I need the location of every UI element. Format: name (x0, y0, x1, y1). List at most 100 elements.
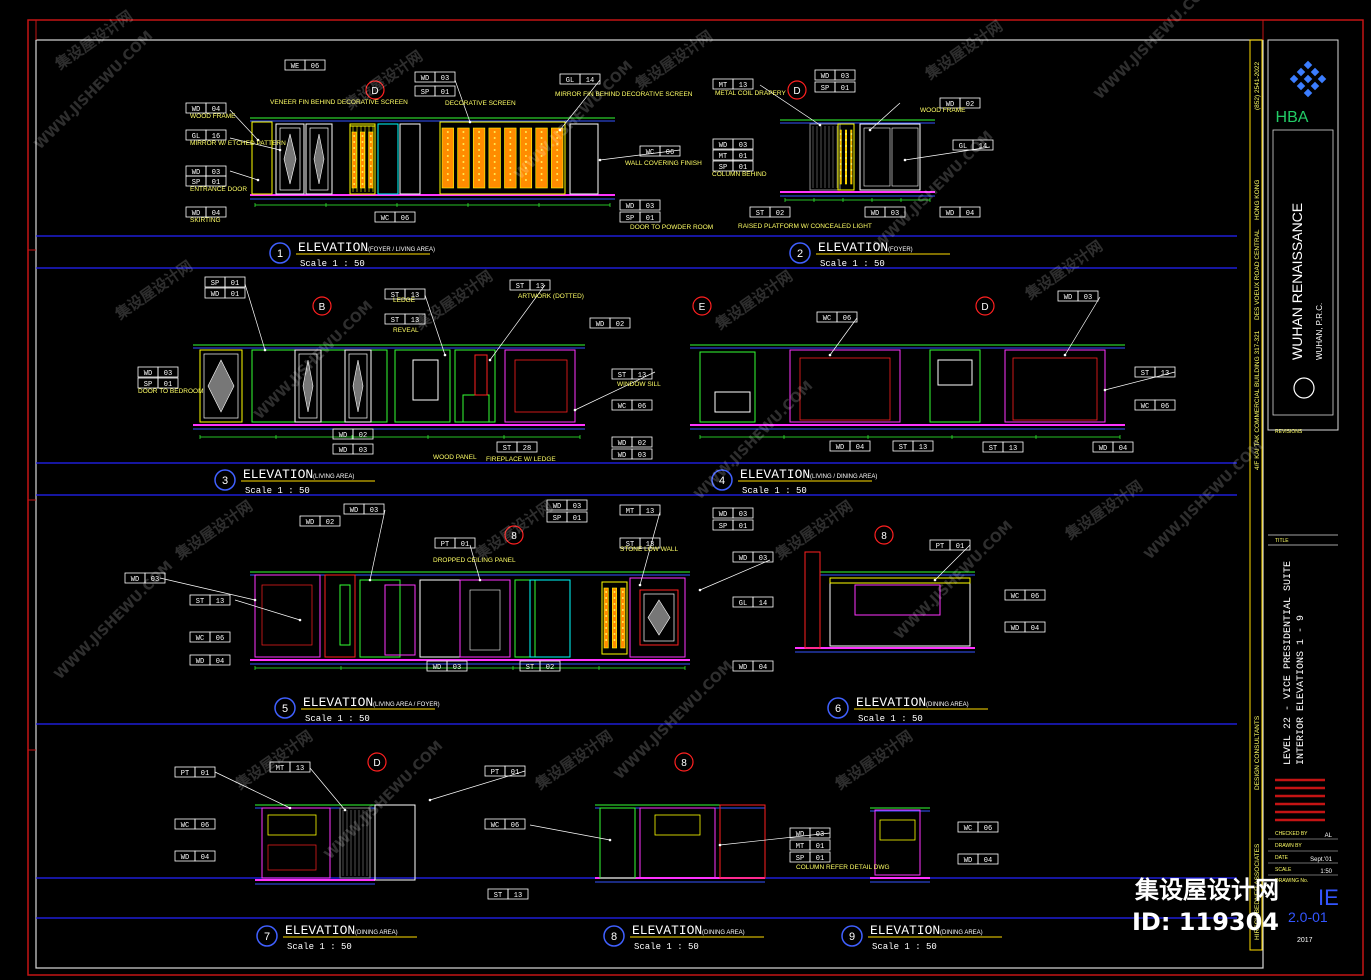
annotation-note: MIRROR W/ ETCHED PATTERN (190, 140, 286, 147)
svg-text:WD: WD (1011, 625, 1019, 633)
svg-text:WD: WD (306, 519, 314, 527)
sheet-inner-border (35, 39, 1264, 969)
svg-text:WD: WD (421, 75, 429, 83)
svg-text:WD: WD (964, 857, 972, 865)
svg-text:04: 04 (1119, 445, 1127, 453)
svg-text:06: 06 (666, 149, 674, 157)
svg-text:03: 03 (841, 73, 849, 81)
sheet-prefix: IE (1318, 885, 1339, 910)
svg-text:04: 04 (212, 106, 220, 114)
svg-text:04: 04 (201, 854, 209, 862)
svg-text:03: 03 (370, 507, 378, 515)
elevation-scale: Scale 1 : 50 (305, 714, 370, 724)
svg-text:WD: WD (350, 507, 358, 515)
svg-text:SP: SP (553, 515, 561, 523)
svg-text:01: 01 (816, 843, 824, 851)
project-location: WUHAN, P.R.C. (1315, 303, 1324, 360)
title-block-field-label: DATE (1275, 855, 1289, 861)
svg-text:GL: GL (192, 133, 200, 141)
svg-text:WC: WC (1011, 593, 1019, 601)
elevation-scale: Scale 1 : 50 (300, 259, 365, 269)
svg-text:03: 03 (646, 203, 654, 211)
svg-text:06: 06 (984, 825, 992, 833)
svg-text:04: 04 (1031, 625, 1039, 633)
elevation-area: (DINING AREA) (940, 930, 983, 936)
svg-text:WD: WD (1064, 294, 1072, 302)
svg-text:13: 13 (411, 317, 419, 325)
svg-text:WC: WC (646, 149, 654, 157)
svg-text:06: 06 (311, 63, 319, 71)
svg-text:06: 06 (201, 822, 209, 830)
svg-text:03: 03 (1084, 294, 1092, 302)
svg-text:01: 01 (441, 89, 449, 97)
svg-text:WD: WD (553, 503, 561, 511)
svg-text:WD: WD (192, 169, 200, 177)
svg-text:ST: ST (391, 317, 399, 325)
svg-text:GL: GL (739, 600, 747, 608)
svg-text:04: 04 (966, 210, 974, 218)
svg-text:01: 01 (573, 515, 581, 523)
drawing-number-label: DRAWING No. (1275, 878, 1308, 884)
svg-text:WC: WC (823, 315, 831, 323)
svg-text:WD: WD (192, 106, 200, 114)
watermark-id: ID: 119304 (1132, 908, 1279, 936)
svg-text:13: 13 (739, 82, 747, 90)
svg-text:16: 16 (212, 133, 220, 141)
svg-text:13: 13 (216, 598, 224, 606)
annotation-note: STONE LOW WALL (620, 546, 679, 553)
title-block-field-label: CHECKED BY (1275, 831, 1308, 837)
svg-text:GL: GL (566, 77, 574, 85)
svg-text:03: 03 (359, 447, 367, 455)
svg-text:13: 13 (536, 283, 544, 291)
drawing-title-line1: LEVEL 22 - VICE PRESIDENTIAL SUITE (1283, 561, 1294, 765)
svg-text:01: 01 (739, 153, 747, 161)
svg-text:03: 03 (164, 370, 172, 378)
svg-text:06: 06 (638, 403, 646, 411)
svg-text:04: 04 (984, 857, 992, 865)
firm-address-line: (852) 2541-2022 (1254, 62, 1261, 110)
svg-text:MT: MT (276, 765, 284, 773)
svg-text:06: 06 (1031, 593, 1039, 601)
svg-text:SP: SP (144, 381, 152, 389)
elevation-area: (LIVING AREA / FOYER) (373, 702, 440, 708)
svg-text:ST: ST (1141, 370, 1149, 378)
firm-address-line: HONG KONG (1254, 180, 1261, 220)
svg-text:06: 06 (1161, 403, 1169, 411)
svg-text:WD: WD (144, 370, 152, 378)
svg-text:MT: MT (796, 843, 804, 851)
svg-text:01: 01 (212, 179, 220, 187)
svg-text:MT: MT (626, 508, 634, 516)
svg-text:D: D (793, 86, 800, 97)
svg-text:03: 03 (759, 555, 767, 563)
svg-text:02: 02 (638, 440, 646, 448)
elevation-title: ELEVATION (243, 467, 313, 482)
svg-text:03: 03 (891, 210, 899, 218)
svg-text:WD: WD (946, 210, 954, 218)
svg-text:02: 02 (966, 101, 974, 109)
svg-text:MT: MT (719, 82, 727, 90)
elevation-scale: Scale 1 : 50 (858, 714, 923, 724)
svg-text:WD: WD (1099, 445, 1107, 453)
svg-text:PT: PT (491, 769, 499, 777)
svg-text:SP: SP (211, 280, 219, 288)
annotation-note: LEDGE (393, 297, 416, 304)
svg-text:01: 01 (646, 215, 654, 223)
svg-text:13: 13 (646, 541, 654, 549)
svg-text:01: 01 (511, 769, 519, 777)
elevation-area: (LIVING AREA) (313, 474, 354, 480)
svg-text:WC: WC (196, 635, 204, 643)
row-separators (36, 235, 1237, 919)
project-name: WUHAN RENAISSANCE (1289, 203, 1305, 360)
svg-text:06: 06 (511, 822, 519, 830)
elevation-area: (LIVING / DINING AREA) (810, 474, 877, 480)
annotation-note: WOOD FRAME (190, 113, 236, 120)
drawing-title-line2: INTERIOR ELEVATIONS 1 - 9 (1296, 615, 1307, 765)
elevation-number: 7 (264, 931, 270, 943)
annotation-note: ARTWORK (DOTTED) (518, 293, 584, 300)
